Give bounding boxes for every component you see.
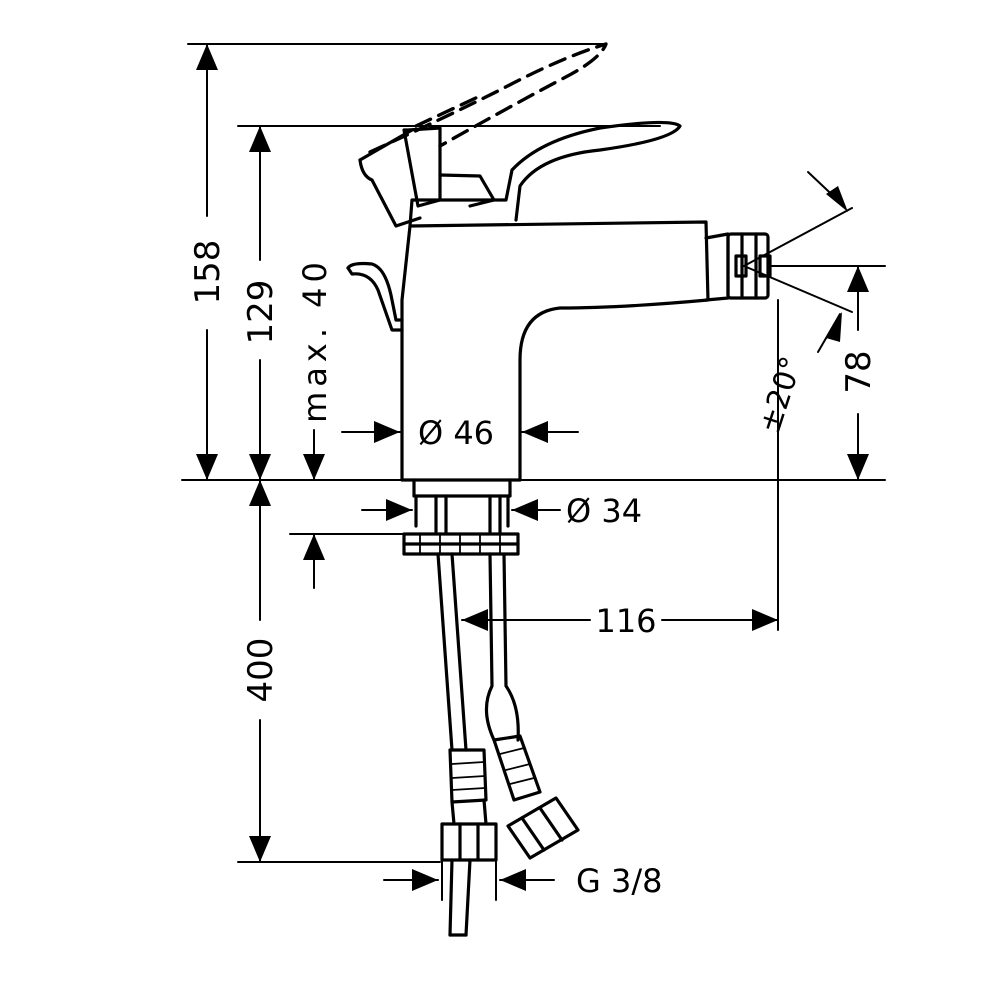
lever-handle-raised (368, 42, 608, 154)
dim-label-129: 129 (241, 280, 281, 345)
dim-label-116: 116 (595, 602, 656, 640)
dim-label-78: 78 (839, 350, 879, 393)
swivel-nozzle (704, 232, 772, 302)
dim-label-max-40: max. 40 (296, 257, 334, 423)
lever-handle (358, 120, 682, 228)
dim-label-thread: G 3/8 (576, 862, 662, 900)
dim-label-400: 400 (241, 638, 281, 703)
shank-and-fixing (402, 478, 520, 556)
mixer-body (400, 220, 710, 482)
popup-rod (346, 261, 404, 332)
dim-label-158: 158 (188, 240, 228, 305)
dim-label-diameter-46: Ø 46 (418, 414, 494, 452)
flexible-hoses (436, 552, 580, 937)
dimension-arrows (196, 44, 869, 891)
dim-label-diameter-34: Ø 34 (566, 492, 642, 530)
dim-label-swivel-angle: ±20° (752, 352, 809, 437)
